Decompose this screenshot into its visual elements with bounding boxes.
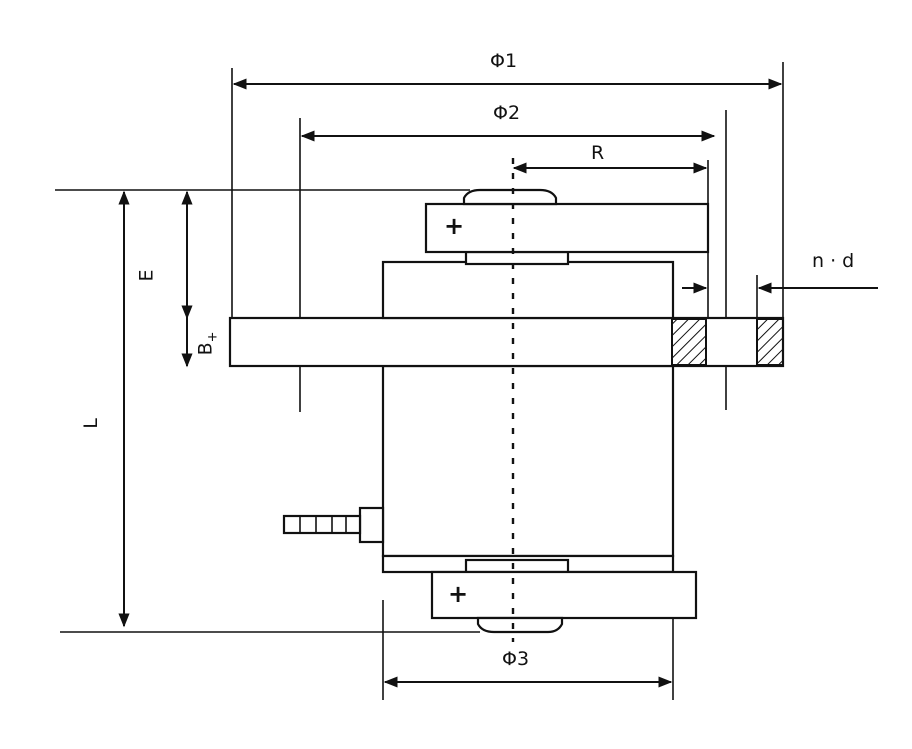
flange-hole-left-hatch [671,318,707,366]
flange-hole-right-hatch [756,318,784,366]
cable-stub [282,514,362,535]
lower-body [381,364,675,558]
phi2-label: Φ2 [493,102,521,124]
connector-body [358,506,385,544]
b-main: B [194,342,217,356]
top-bracket [424,202,710,254]
bottom-cap [476,616,564,634]
l-label: L [79,418,102,429]
e-label: E [135,269,158,282]
top-cap [462,188,558,206]
bottom-neck [464,558,570,574]
top-neck [464,250,570,266]
bottom-plus-mark: + [448,580,469,608]
r-label: R [591,142,605,164]
b-subscript: + [205,331,221,343]
top-plus-mark: + [444,212,465,240]
phi1-label: Φ1 [490,50,518,72]
b-label: B+ [194,331,221,356]
nd-label: n · d [812,250,855,272]
upper-body [381,260,675,320]
phi3-label: Φ3 [502,648,530,670]
bottom-bracket [430,570,698,620]
